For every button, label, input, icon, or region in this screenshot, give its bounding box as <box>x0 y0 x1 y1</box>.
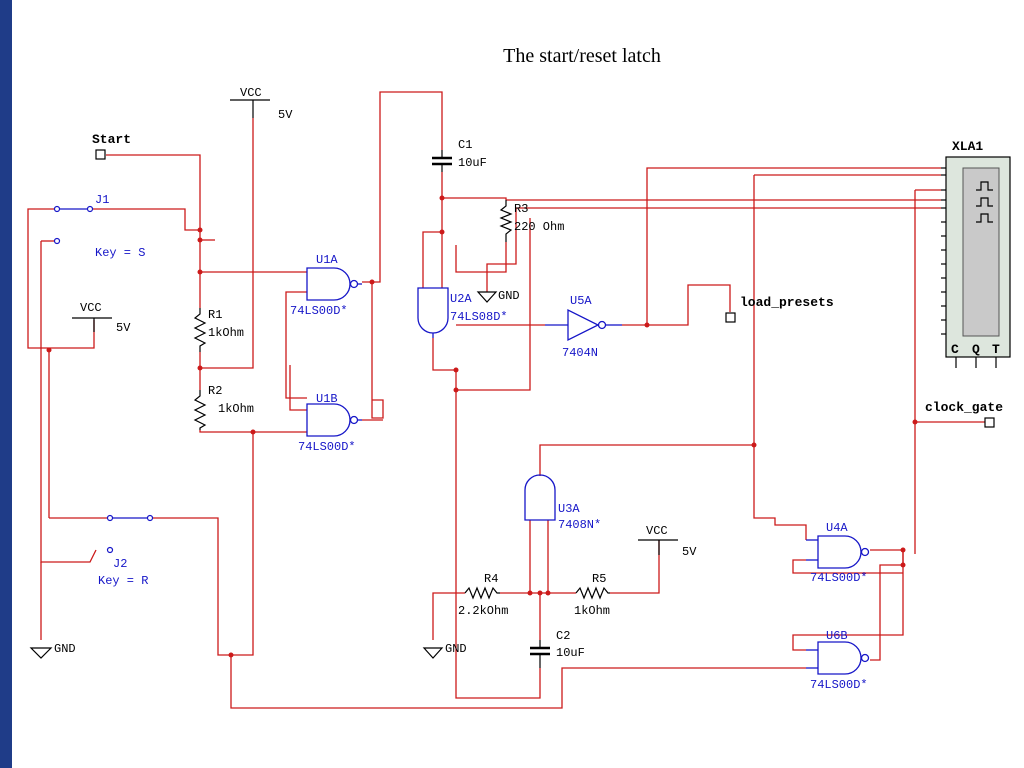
vcc-supply-1-label: VCC <box>240 86 262 100</box>
resistor-r4-name: R4 <box>484 572 498 586</box>
gate-u5a-name: U5A <box>570 294 592 308</box>
capacitor-c1-value: 10uF <box>458 156 487 170</box>
gate-u1b: U1B 74LS00D* <box>298 392 362 454</box>
waveform-icons <box>976 181 993 223</box>
capacitor-c1-name: C1 <box>458 138 472 152</box>
resistor-r1-name: R1 <box>208 308 222 322</box>
resistor-r3-value: 220 Ohm <box>514 220 564 234</box>
resistor-r5-name: R5 <box>592 572 606 586</box>
diagram-title: The start/reset latch <box>503 45 661 67</box>
ground-symbol-3: GND <box>422 642 467 659</box>
vcc-supply-1-value: 5V <box>278 108 293 122</box>
port-start-label: Start <box>92 132 131 147</box>
gate-u1a: U1A 74LS00D* <box>290 253 362 318</box>
switch-j2: J2 Key = R <box>98 514 154 588</box>
port-load-presets: load_presets <box>725 295 834 323</box>
ground-symbol-1: GND <box>29 642 76 659</box>
capacitor-c2-name: C2 <box>556 629 570 643</box>
frame-left-bar <box>0 0 12 768</box>
capacitor-c2: C2 10uF <box>530 629 585 668</box>
ground-1-label: GND <box>54 642 76 656</box>
vcc-supply-2-label: VCC <box>80 301 102 315</box>
resistor-r1-value: 1kOhm <box>208 326 244 340</box>
gate-u1b-part: 74LS00D* <box>298 440 356 454</box>
gate-u1a-name: U1A <box>316 253 338 267</box>
vcc-supply-3-value: 5V <box>682 545 697 559</box>
resistor-r4: R4 2.2kOhm <box>458 572 508 618</box>
gate-u2a-part: 74LS08D* <box>450 310 508 324</box>
gate-u1a-part: 74LS00D* <box>290 304 348 318</box>
resistor-r3: R3 220 Ohm <box>499 200 564 242</box>
logic-analyzer-name: XLA1 <box>952 139 983 154</box>
gate-u6b-name: U6B <box>826 629 848 643</box>
vcc-supply-2: VCC 5V <box>72 301 131 335</box>
vcc-supply-3: VCC 5V <box>638 524 697 559</box>
switch-j2-name: J2 <box>113 557 127 571</box>
gate-u5a-part: 7404N <box>562 346 598 360</box>
gate-u3a: U3A 7408N* <box>524 474 601 532</box>
analyzer-pin-ticks <box>941 167 997 368</box>
gate-u5a: U5A 7404N <box>545 294 622 360</box>
ground-symbol-2: GND <box>476 289 520 303</box>
gate-u6b: U6B 74LS00D* <box>806 629 870 692</box>
port-clock-gate: clock_gate <box>925 400 1003 428</box>
gate-u3a-name: U3A <box>558 502 580 516</box>
analyzer-pin-q: Q <box>972 342 980 357</box>
ground-3-label: GND <box>445 642 467 656</box>
resistor-r5-value: 1kOhm <box>574 604 610 618</box>
port-clock-gate-label: clock_gate <box>925 400 1003 415</box>
vcc-supply-1: VCC 5V <box>230 86 293 122</box>
gate-u4a-part: 74LS00D* <box>810 571 868 585</box>
wires <box>27 91 985 709</box>
port-start: Start <box>92 132 131 160</box>
resistor-r2: R2 1kOhm <box>193 384 254 430</box>
gate-u2a: U2A 74LS08D* <box>417 287 508 338</box>
resistor-r1: R1 1kOhm <box>193 308 244 352</box>
logic-analyzer-xla1: XLA1 C Q T <box>941 139 1011 368</box>
analyzer-pin-t: T <box>992 342 1000 357</box>
vcc-supply-2-value: 5V <box>116 321 131 335</box>
ground-2-label: GND <box>498 289 520 303</box>
resistor-r2-name: R2 <box>208 384 222 398</box>
resistor-r2-value: 1kOhm <box>218 402 254 416</box>
switch-j1-key: Key = S <box>95 246 145 260</box>
switch-j2-key: Key = R <box>98 574 148 588</box>
capacitor-c1: C1 10uF <box>432 138 487 172</box>
resistor-r3-name: R3 <box>514 202 528 216</box>
switch-j1-name: J1 <box>95 193 109 207</box>
gate-u3a-part: 7408N* <box>558 518 601 532</box>
junction-dots <box>46 195 918 658</box>
resistor-r4-value: 2.2kOhm <box>458 604 508 618</box>
gate-u4a: U4A 74LS00D* <box>806 521 870 585</box>
gate-u1b-name: U1B <box>316 392 338 406</box>
analyzer-pin-c: C <box>951 342 959 357</box>
port-load-presets-label: load_presets <box>740 295 834 310</box>
gate-u2a-name: U2A <box>450 292 472 306</box>
switch-j1: J1 Key = S <box>53 193 145 260</box>
gate-u4a-name: U4A <box>826 521 848 535</box>
gate-u6b-part: 74LS00D* <box>810 678 868 692</box>
resistor-r5: R5 1kOhm <box>574 572 610 618</box>
vcc-supply-3-label: VCC <box>646 524 668 538</box>
capacitor-c2-value: 10uF <box>556 646 585 660</box>
